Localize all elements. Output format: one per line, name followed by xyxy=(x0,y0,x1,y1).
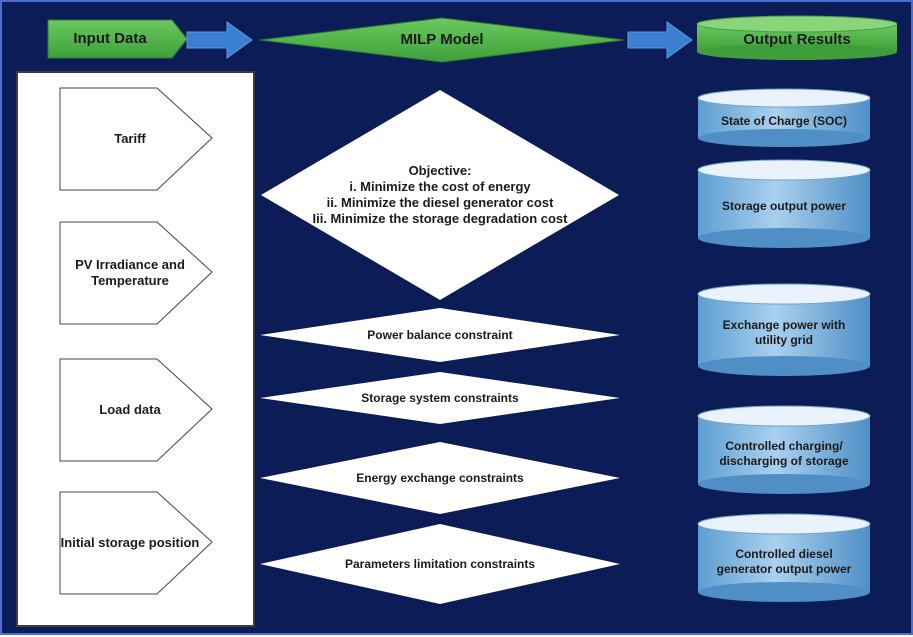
input-shape-load xyxy=(59,358,213,462)
output-cylinder-5 xyxy=(697,513,871,602)
input-label-load: Load data xyxy=(99,401,161,417)
output-results-shape xyxy=(696,15,898,60)
output-label-3: Exchange power with utility grid xyxy=(722,318,846,347)
output-results-label: Output Results xyxy=(743,30,851,48)
output-label-5: Controlled diesel generator output power xyxy=(716,547,852,576)
constraint-diamond-3 xyxy=(260,442,620,514)
input-data-label: Input Data xyxy=(73,29,147,47)
flow-arrow-1 xyxy=(186,21,253,59)
input-label-pv: PV Irradiance and Temperature xyxy=(75,256,185,288)
objective-item-3: Iii. Minimize the storage degradation co… xyxy=(312,211,568,227)
input-shape-storage xyxy=(59,491,213,595)
input-label-storage: Initial storage position xyxy=(60,534,200,550)
constraint-diamond-2 xyxy=(260,372,620,424)
objective-item-2: ii. Minimize the diesel generator cost xyxy=(326,195,554,210)
milp-model-label: MILP Model xyxy=(400,30,484,48)
input-shape-tariff xyxy=(59,87,213,191)
output-label-2: Storage output power xyxy=(722,198,846,213)
input-label-tariff: Tariff xyxy=(114,130,146,146)
input-data-shape xyxy=(47,19,188,59)
objective-title: Objective: xyxy=(408,162,472,178)
output-label-1: State of Charge (SOC) xyxy=(720,113,847,128)
objective-diamond xyxy=(261,90,619,300)
constraint-label-1: Power balance constraint xyxy=(367,327,513,342)
output-cylinder-4 xyxy=(697,405,871,494)
output-cylinder-2 xyxy=(697,159,871,248)
objective-text: Objective: i. Minimize the cost of energ… xyxy=(302,152,578,238)
output-cylinder-1 xyxy=(697,88,871,147)
flow-arrow-2 xyxy=(627,21,693,59)
constraint-label-4: Parameters limitation constraints xyxy=(344,556,536,571)
constraint-diamond-4 xyxy=(260,524,620,604)
milp-model-shape xyxy=(259,17,625,63)
constraint-diamond-1 xyxy=(260,308,620,362)
input-shape-pv xyxy=(59,221,213,325)
output-cylinder-3 xyxy=(697,283,871,376)
constraint-label-2: Storage system constraints xyxy=(361,390,519,405)
output-label-4: Controlled charging/ discharging of stor… xyxy=(719,439,849,468)
objective-item-1: i. Minimize the cost of energy xyxy=(349,178,531,194)
constraint-label-3: Energy exchange constraints xyxy=(356,470,524,485)
